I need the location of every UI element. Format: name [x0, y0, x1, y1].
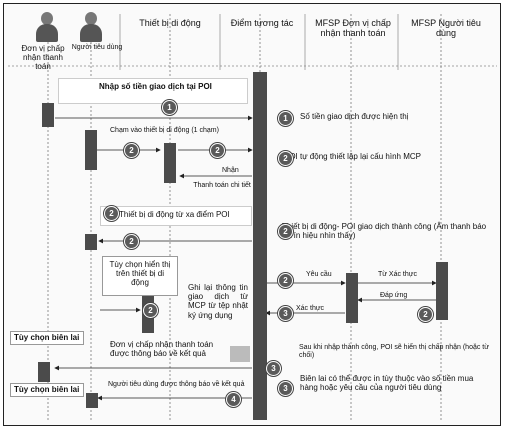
- receive-label: Nhận: [222, 167, 239, 174]
- diagram-frame: [3, 3, 501, 426]
- merchant-avatar-icon: [36, 12, 58, 42]
- receipt-option-1: Tùy chọn biên lai: [10, 331, 84, 345]
- success-note: Thiết bị di động- POI giao dịch thành cô…: [282, 222, 487, 241]
- details-label: Thanh toán chi tiết: [193, 182, 251, 189]
- tap-label: Chạm vào thiết bị di động (1 chạm): [110, 127, 219, 134]
- consumer-activation-1: [85, 130, 97, 170]
- optional-mobile-box: Tùy chọn hiển thị trên thiết bị di động: [102, 256, 178, 296]
- receipt-note: Biên lai có thể được in tùy thuộc vào số…: [300, 374, 474, 393]
- response-label: Đáp ứng: [380, 292, 408, 299]
- step-marker: 3: [266, 361, 281, 376]
- step-marker: 3: [278, 381, 293, 396]
- step-marker: 2: [278, 224, 293, 239]
- receipt-option-2: Tùy chọn biên lai: [10, 383, 84, 397]
- mfsp-consumer-activation: [436, 262, 448, 320]
- consumer-avatar-icon: [80, 12, 102, 42]
- header-merchant: Đơn vị chấp nhận thanh toán: [21, 44, 65, 72]
- step-marker: 2: [143, 303, 158, 318]
- request-label: Yêu cầu: [306, 271, 332, 278]
- header-poi: Điểm tương tác: [230, 18, 294, 28]
- consumer-activation-3: [86, 393, 98, 408]
- mobile-to-poi-box: Thiết bị di động từ xa điểm POI: [100, 206, 252, 226]
- step-marker: 2: [418, 307, 433, 322]
- step-marker: 2: [210, 143, 225, 158]
- poi-activation-bar: [253, 72, 267, 420]
- auth-request-label: Từ Xác thực: [378, 271, 417, 278]
- step-marker: 1: [278, 111, 293, 126]
- consumer-notify-note: Người tiêu dùng được thông báo về kết qu…: [108, 381, 245, 388]
- step-marker: 2: [278, 151, 293, 166]
- step-marker: 3: [278, 306, 293, 321]
- step-marker: 2: [124, 234, 139, 249]
- poi-side-block: [230, 346, 250, 362]
- acceptor-activation: [346, 273, 358, 323]
- header-mfsp-consumer: MFSP Người tiêu dùng: [411, 18, 481, 39]
- merchant-activation-2: [38, 362, 50, 382]
- step-marker: 1: [162, 100, 177, 115]
- amount-shown-note: Số tiền giao dịch được hiện thị: [300, 112, 409, 121]
- step-marker: 4: [226, 392, 241, 407]
- merchant-notify-note: Đơn vị chấp nhận thanh toán được thông b…: [110, 340, 214, 359]
- step-marker: 2: [104, 206, 119, 221]
- header-consumer: Người tiêu dùng: [71, 44, 123, 51]
- mobile-activation-1: [164, 143, 176, 183]
- enter-amount-box: Nhập số tiền giao dịch tại POI: [58, 78, 248, 104]
- auth-label: Xác thực: [296, 305, 325, 312]
- step-marker: 2: [278, 273, 293, 288]
- merchant-activation-1: [42, 103, 54, 127]
- record-info-note: Ghi lại thông tin giao dịch từ MCP từ tệ…: [188, 283, 248, 320]
- poi-reconfigure-note: POI tự động thiết lập lại cấu hình MCP: [284, 152, 421, 161]
- header-mfsp-acceptor: MFSP Đơn vị chấp nhận thanh toán: [315, 18, 391, 39]
- header-mobile: Thiết bị di động: [139, 18, 201, 28]
- after-enter-note: Sau khi nhập thành công, POI sẽ hiển thị…: [299, 344, 489, 360]
- consumer-activation-2: [85, 234, 97, 250]
- step-marker: 2: [124, 143, 139, 158]
